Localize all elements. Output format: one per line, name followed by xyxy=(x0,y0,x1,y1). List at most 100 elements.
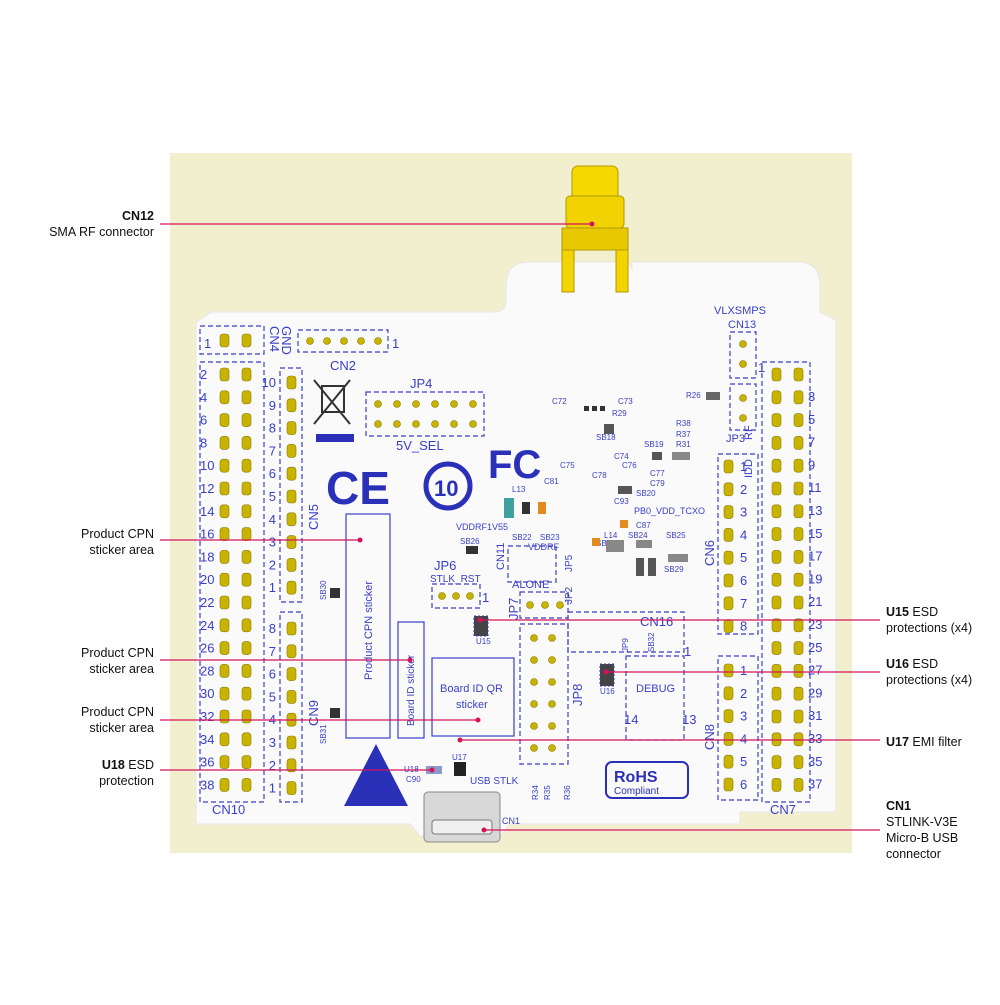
callout-u16-ref: U16 xyxy=(886,657,909,671)
cn7-pin-label-9: 9 xyxy=(808,457,815,472)
callout-cn12-desc: SMA RF connector xyxy=(49,225,154,239)
cn7-pin-label-3: 3 xyxy=(808,389,815,404)
cn10-pin-even-12 xyxy=(241,618,252,633)
cn9-pin-2 xyxy=(286,758,297,773)
cn7-pin-b-4 xyxy=(793,436,804,450)
callout-cpn-1-line1: Product CPN xyxy=(81,527,154,541)
ref-c72: C72 xyxy=(552,397,567,406)
cn5-pin-6 xyxy=(286,466,297,481)
cn10-pin-label-36: 36 xyxy=(200,755,214,770)
silk-debug-1: 1 xyxy=(684,644,691,659)
cn10-pin-odd-17 xyxy=(219,732,230,747)
callout-cn12-ref: CN12 xyxy=(122,209,154,223)
ref-c76: C76 xyxy=(622,461,637,470)
cn7-pin-label-35: 35 xyxy=(808,754,822,769)
cn10-pin-even-14 xyxy=(241,664,252,678)
cn10-pin-label-38: 38 xyxy=(200,777,214,792)
cn7-pin-label-25: 25 xyxy=(808,640,822,655)
cn5-pin-label-10: 10 xyxy=(262,375,276,390)
cn6-pin-8 xyxy=(723,619,734,633)
cn7-pin-label-13: 13 xyxy=(808,503,822,518)
product-cpn-sticker-box xyxy=(345,513,391,739)
fc-logo: FC xyxy=(488,443,541,487)
cn9-pin-3 xyxy=(286,735,297,750)
cn5-pin-10 xyxy=(286,375,297,390)
ref-r29: R29 xyxy=(612,409,627,418)
jp4-pin-4 xyxy=(431,400,439,408)
sma-connector xyxy=(561,165,629,293)
ref-c73: C73 xyxy=(618,397,633,406)
cn8-pin-label-2: 2 xyxy=(740,686,747,701)
ce-logo: CE xyxy=(326,462,390,514)
jp8-pin-1 xyxy=(530,634,538,642)
cn9-pin-7 xyxy=(286,644,297,659)
product-cpn-sticker-text: Product CPN sticker xyxy=(363,581,375,680)
jp3-pin-1 xyxy=(739,394,747,402)
ref-c75: C75 xyxy=(560,461,575,470)
cn7-pin-label-23: 23 xyxy=(808,617,822,632)
cn10-pin-odd-16 xyxy=(219,709,230,724)
board-id-qr-box xyxy=(431,657,515,737)
silk-jp4-label: JP4 xyxy=(410,376,432,391)
silk-cn13-1: 1 xyxy=(758,360,765,375)
jp6-pin-2 xyxy=(452,592,460,600)
callout-cn1-line1: STLINK-V3E xyxy=(886,815,958,829)
jp4-pin-2 xyxy=(393,400,401,408)
cn5-pin-label-9: 9 xyxy=(269,398,276,413)
cn9-pin-8 xyxy=(286,621,297,636)
cn10-pin-label-22: 22 xyxy=(200,595,214,610)
ref-l14: L14 xyxy=(604,531,618,540)
cn10-pin-even-1 xyxy=(241,367,252,382)
cn7-pin-a-8 xyxy=(771,527,782,541)
cn8-pin-4 xyxy=(723,732,734,746)
cn6-pin-6 xyxy=(723,573,734,588)
cn10-pin-label-10: 10 xyxy=(200,458,214,473)
cn10-pin-odd-10 xyxy=(219,572,230,587)
cn10-pin-odd-6 xyxy=(219,481,230,496)
cn7-pin-a-15 xyxy=(771,686,782,701)
cn7-pin-b-5 xyxy=(793,458,804,473)
jp8-pin-9 xyxy=(530,722,538,730)
cn5-pin-9 xyxy=(286,398,297,413)
jp4-pin-10 xyxy=(431,420,439,428)
cn10-pin-even-15 xyxy=(241,686,252,701)
cn10-pin-odd-2 xyxy=(219,390,230,405)
cn9-pin-label-2: 2 xyxy=(269,758,276,773)
callout-cpn-3-line2: sticker area xyxy=(89,721,154,735)
silk-cn4-label: CN4 xyxy=(267,326,282,352)
cn6-pin-5 xyxy=(723,550,734,565)
ref-r31: R31 xyxy=(676,440,691,449)
callout-cn1-line2: Micro-B USB xyxy=(886,831,959,845)
cn10-pin-odd-19 xyxy=(219,778,230,792)
cn2-pin-4 xyxy=(357,337,365,345)
cn9-pin-label-7: 7 xyxy=(269,644,276,659)
cn10-pin-label-18: 18 xyxy=(200,549,214,564)
silk-jp7-label: JP7 xyxy=(506,598,521,620)
cn10-pin-label-4: 4 xyxy=(200,390,207,405)
cn8-pin-2 xyxy=(723,686,734,701)
cn5-pin-label-7: 7 xyxy=(269,443,276,458)
ref-c81: C81 xyxy=(544,477,559,486)
callout-cn12: CN12 SMA RF connector xyxy=(49,208,154,240)
cn6-pin-label-3: 3 xyxy=(740,505,747,520)
cn13-pins xyxy=(739,340,747,422)
callout-cn1: CN1 STLINK-V3E Micro-B USB connector xyxy=(886,798,958,862)
jp4-pin-9 xyxy=(412,420,420,428)
ref-sb26: SB26 xyxy=(460,537,480,546)
silk-debug-14: 14 xyxy=(624,712,638,727)
callout-u16: U16 ESD protections (x4) xyxy=(886,656,972,688)
ref-l13: L13 xyxy=(512,485,526,494)
jp7-pin-3 xyxy=(556,601,564,609)
cn10-pin-even-18 xyxy=(241,755,252,769)
cn7-pin-a-7 xyxy=(771,504,782,519)
stickers xyxy=(345,513,515,739)
cn7-pin-label-21: 21 xyxy=(808,594,822,609)
silk-jp5-label: JP5 xyxy=(564,554,575,572)
jp4-pin-12 xyxy=(469,420,477,428)
cn10-pin-label-8: 8 xyxy=(200,435,207,450)
cn10-pin-even-9 xyxy=(241,550,252,564)
cn2-outline xyxy=(297,329,389,353)
cn5-pin-label-4: 4 xyxy=(269,512,276,527)
